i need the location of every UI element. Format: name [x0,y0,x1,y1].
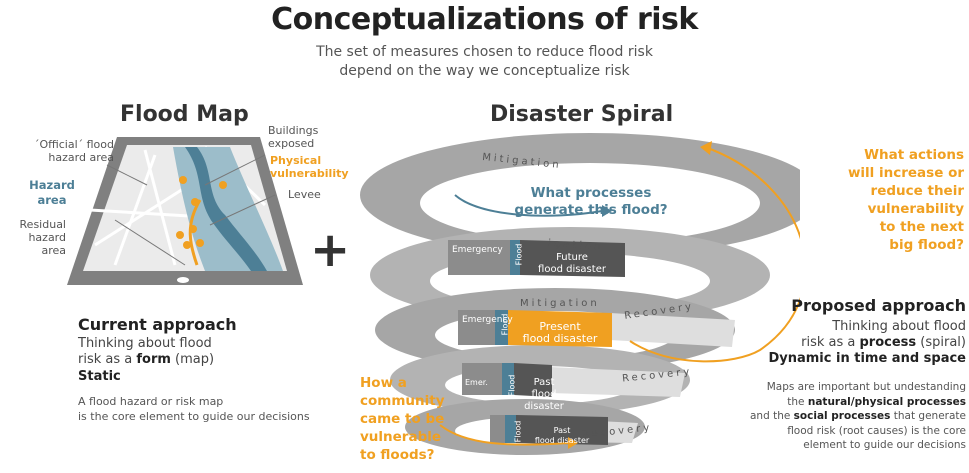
current-approach-note-1: A flood hazard or risk map [78,395,224,408]
flood-panel-present [495,310,508,345]
emergency-label-future: Emergency [452,245,503,255]
present-disaster-panel [508,310,612,347]
emergency-panel-oldest [490,415,505,443]
current-approach-line-2: risk as a form (map) [78,352,215,367]
community-arrow [439,424,569,446]
plus-sign: + [310,222,351,278]
future-actions-arrow [629,146,800,363]
flood-panel-past [502,363,514,395]
label-levee: Levee [288,188,321,201]
ring-label-mitigation-present: Mitigation [520,298,600,309]
subtitle-line-1: The set of measures chosen to reduce flo… [316,44,653,60]
past-disaster-panel [514,363,552,397]
flood-label-present: Flood [500,313,510,336]
disaster-spiral-title: Disaster Spiral [490,102,674,127]
flood-map-title: Flood Map [120,102,249,127]
future-disaster-panel [520,240,625,277]
proposed-approach-note: Maps are important but undestanding the … [749,381,966,451]
flood-panel-oldest [505,415,516,443]
emergency-label-past: Emer. [465,378,488,387]
emergency-label-present: Emergency [462,315,513,325]
proposed-approach-line-1: Thinking about flood [832,319,966,334]
levee-line [188,199,202,266]
emergency-panel-past [462,363,502,395]
proposed-approach-line-2: risk as a process (spiral) [801,335,966,350]
emergency-panel-future [448,240,510,275]
label-leaders [106,154,276,266]
current-approach-note-2: is the core element to guide our decisio… [78,410,310,423]
proposed-approach-block: Proposed approach Thinking about flood r… [760,296,966,367]
flood-panel-future [510,240,520,275]
disaster-spiral-illustration [360,133,800,455]
proposed-approach-dynamic: Dynamic in time and space [768,351,966,366]
oldest-disaster-panel [516,415,608,445]
recovery-segment-present [610,313,735,347]
emergency-panel-present [458,310,495,345]
page-title: Conceptualizations of risk [271,2,698,37]
tablet-home-button [177,277,189,283]
current-approach-line-1: Thinking about flood [78,336,212,351]
recovery-segment-past [550,367,685,397]
current-approach-heading: Current approach [78,315,237,334]
buildings-exposed [176,176,227,249]
river-shape [185,147,267,271]
flood-map-illustration [67,137,303,285]
processes-arrow [454,194,603,217]
subtitle-line-2: depend on the way we conceptualize risk [339,63,630,79]
current-approach-static: Static [78,369,121,384]
proposed-approach-heading: Proposed approach [791,296,966,315]
